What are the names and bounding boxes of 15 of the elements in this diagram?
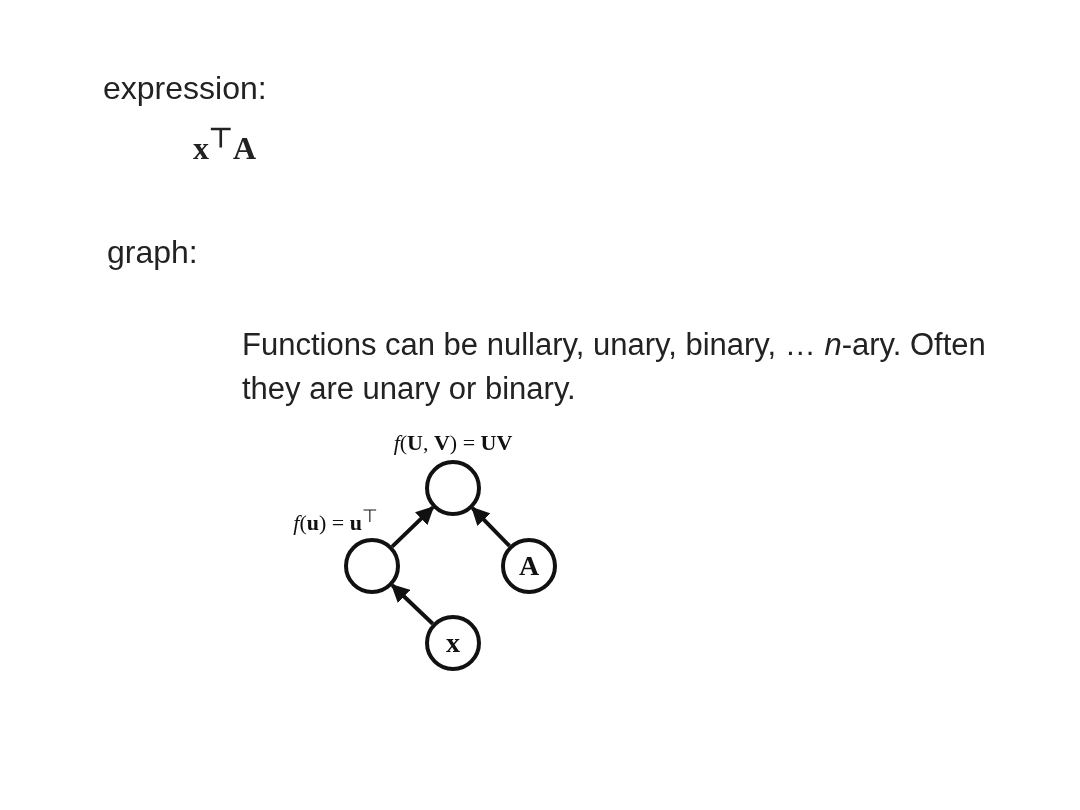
expression-formula: x$^{⊤}$A [193, 122, 257, 167]
arrow [390, 583, 435, 626]
circle-node [425, 460, 481, 516]
variable-circle [425, 615, 481, 671]
variable-label: x [446, 627, 460, 659]
section-heading: expression: [103, 70, 267, 107]
function-label: f(u) = u$^{⊤}$ [293, 505, 378, 537]
variable-circle [501, 538, 557, 594]
description-text: Functions can be nullary, unary, binary, … n-ary. Often they are unary or binary. [242, 326, 987, 408]
circle-node [344, 538, 400, 594]
function-label: f(U, V) = UV [393, 430, 513, 456]
variable-label: A [518, 550, 540, 582]
arrow [390, 505, 435, 549]
arrow [471, 506, 511, 548]
section-heading: graph: [107, 234, 198, 271]
